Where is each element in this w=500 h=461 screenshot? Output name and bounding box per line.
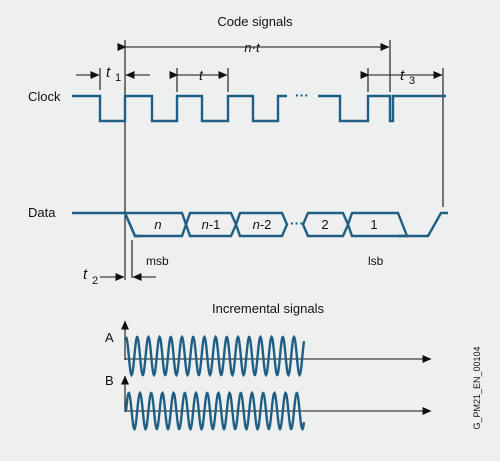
data-cell-n-1-offset: -1 (209, 217, 221, 232)
data-ellipsis: ··· (290, 215, 304, 231)
data-cell-n: n (123, 211, 188, 238)
t-label: t (199, 67, 204, 83)
data-cell-n-1: n-1 (184, 211, 238, 238)
incremental-signals-title: Incremental signals (212, 301, 324, 316)
data-end-transition (398, 211, 448, 238)
channel-b-label: B (105, 373, 114, 388)
data-cell-n-1-outline (184, 211, 238, 238)
channel-a-label: A (105, 330, 114, 345)
t3-subscript: 3 (409, 75, 415, 87)
data-label: Data (28, 205, 56, 220)
channel-b-sine-wave (124, 390, 306, 432)
t1-subscript: 1 (115, 72, 121, 84)
figure-id: G_PM21_EN_00104 (472, 346, 482, 429)
data-cell-n-2-offset: -2 (260, 217, 272, 232)
data-cell-n-2: n-2 (234, 211, 289, 238)
lsb-label: lsb (368, 254, 384, 268)
t2-subscript: 2 (92, 275, 98, 287)
data-cell-1-outline (346, 211, 409, 238)
clock-ellipsis: ··· (295, 87, 309, 103)
t2-label: t (83, 266, 88, 283)
clock-label: Clock (28, 89, 61, 104)
data-cell-1-label: 1 (370, 217, 377, 232)
t1-label: t (106, 64, 111, 81)
code-signals-title: Code signals (217, 14, 293, 29)
data-cell-2-label: 2 (321, 217, 328, 232)
data-cell-1: 1 (346, 211, 409, 238)
t3-label: t (400, 67, 405, 84)
data-cell-2-outline (301, 211, 350, 238)
msb-label: msb (146, 254, 169, 268)
data-cell-n-1-var: n (202, 217, 209, 232)
data-cell-n-outline (123, 211, 188, 238)
data-cell-n-2-outline (234, 211, 289, 238)
data-cell-n-1-label: n-1 (202, 217, 221, 232)
data-cell-n-2-label: n-2 (253, 217, 272, 232)
data-cell-2: 2 (301, 211, 350, 238)
data-cell-n-label: n (154, 217, 161, 232)
n-t-label: n·t (244, 40, 261, 55)
channel-a-sine-wave (125, 334, 306, 378)
data-cell-n-2-var: n (253, 217, 260, 232)
clock-waveform (72, 94, 446, 123)
